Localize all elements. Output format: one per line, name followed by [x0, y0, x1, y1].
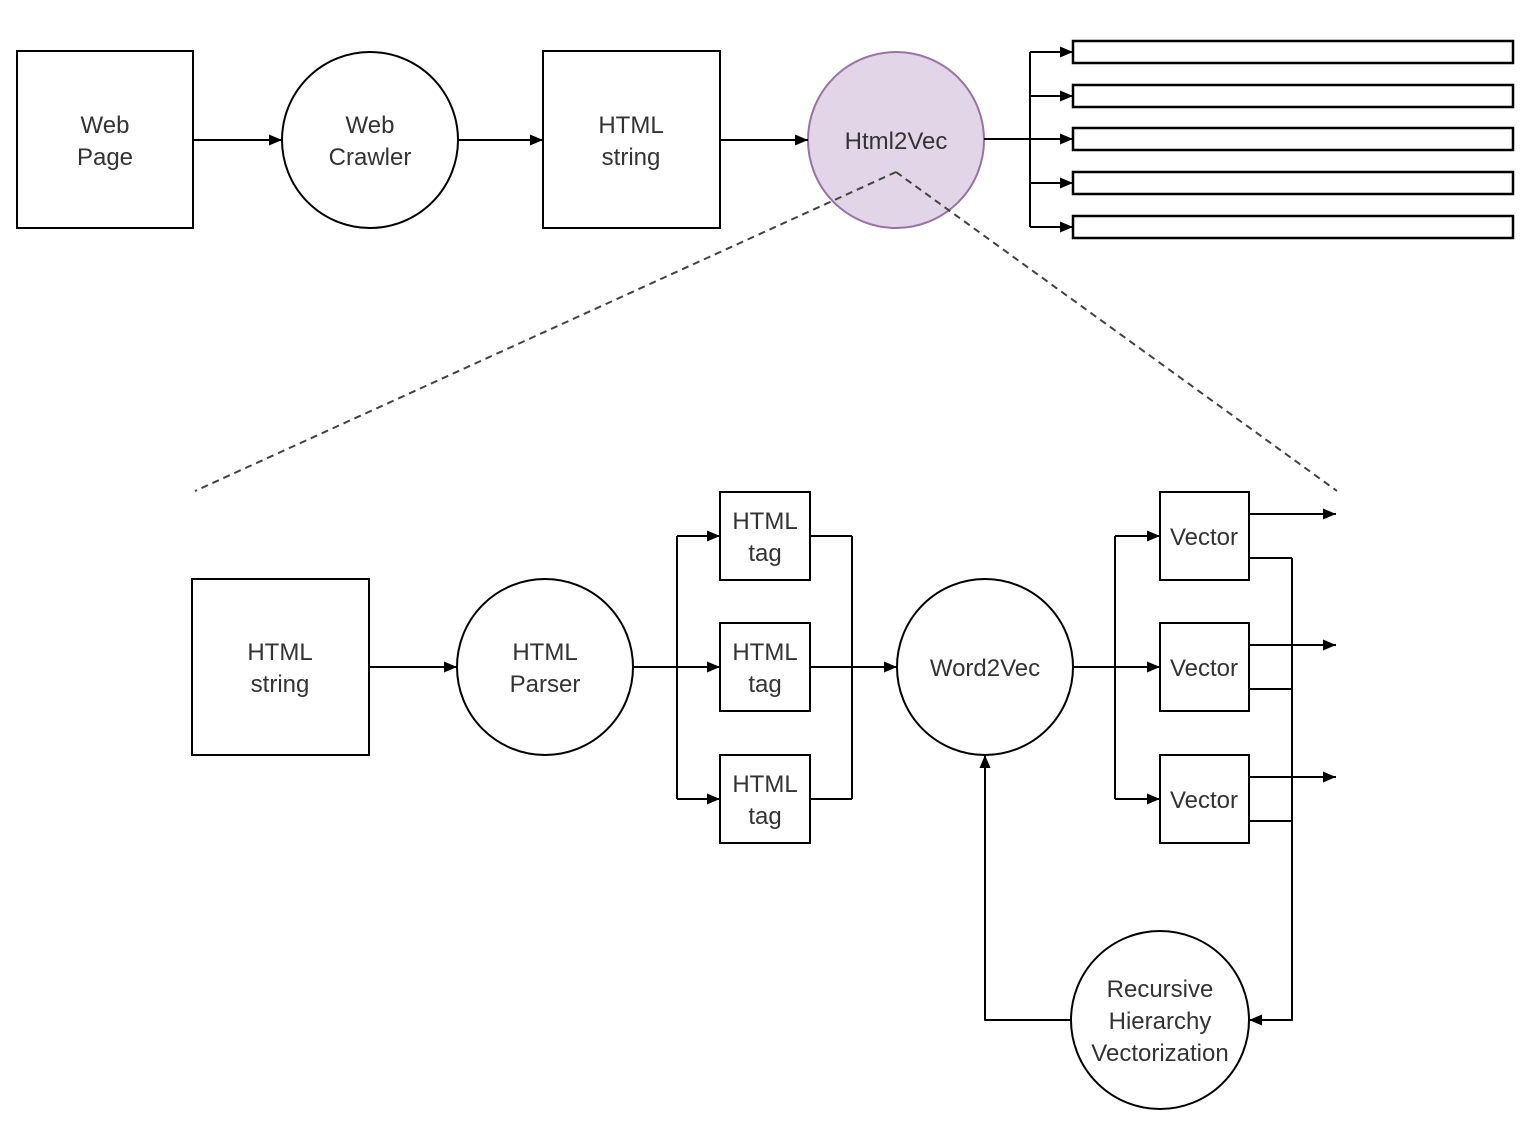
html-tag-box-2	[719, 622, 811, 712]
html-string-detail-label-line2: string	[251, 671, 310, 698]
output-bar-1	[1071, 39, 1515, 65]
html-tag-2-label-line1: HTML	[732, 639, 797, 666]
output-bar-5	[1071, 214, 1515, 240]
zoom-callout-line-right	[895, 171, 1338, 492]
html-tag-3-label-line1: HTML	[732, 771, 797, 798]
html-tag-1-label-line2: tag	[748, 540, 781, 567]
html-tag-1-label-line1: HTML	[732, 508, 797, 535]
html-tag-box-3	[719, 754, 811, 844]
output-bar-3	[1071, 126, 1515, 152]
shapes-layer	[16, 39, 1515, 1110]
vector-2-label: Vector	[1170, 655, 1238, 682]
vector-3-label: Vector	[1170, 787, 1238, 814]
output-bars-group	[1071, 39, 1515, 240]
labels-layer: Web Page Web Crawler HTML string Html2Ve…	[77, 112, 1238, 1067]
html2vec-label: Html2Vec	[845, 128, 948, 155]
html-string-box-top	[542, 50, 721, 229]
html-tag-3-label-line2: tag	[748, 803, 781, 830]
connector-rhv-to-word2vec	[979, 755, 1071, 1021]
html-tag-2-label-line2: tag	[748, 671, 781, 698]
html-string-detail-label-line1: HTML	[247, 639, 312, 666]
vector-box-1	[1159, 491, 1250, 581]
html-string-top-label-line1: HTML	[598, 112, 663, 139]
html-string-box-detail	[191, 578, 370, 756]
web-crawler-circle	[281, 51, 459, 229]
output-bar-4	[1071, 170, 1515, 196]
web-page-label-line1: Web	[81, 112, 130, 139]
html-tag-box-1	[719, 491, 811, 581]
html-parser-circle	[456, 578, 634, 756]
output-bar-2	[1071, 83, 1515, 109]
vector-1-label: Vector	[1170, 524, 1238, 551]
rhv-label-line1: Recursive	[1107, 976, 1214, 1003]
rhv-label-line3: Vectorization	[1091, 1040, 1228, 1067]
html-parser-label-line2: Parser	[510, 671, 581, 698]
vector-box-2	[1159, 622, 1250, 712]
vector-box-3	[1159, 754, 1250, 844]
html-string-top-label-line2: string	[602, 144, 661, 171]
html-parser-label-line1: HTML	[512, 639, 577, 666]
zoom-callout-line-left	[194, 171, 897, 492]
web-crawler-label-line1: Web	[346, 112, 395, 139]
connector-vectors-to-rhv	[1249, 558, 1293, 1026]
zoom-callout	[194, 171, 1338, 492]
rhv-label-line2: Hierarchy	[1109, 1008, 1212, 1035]
connectors-layer	[193, 46, 1336, 1026]
word2vec-label: Word2Vec	[930, 655, 1040, 682]
web-page-box	[16, 50, 194, 229]
web-page-label-line2: Page	[77, 144, 133, 171]
web-crawler-label-line2: Crawler	[329, 144, 412, 171]
